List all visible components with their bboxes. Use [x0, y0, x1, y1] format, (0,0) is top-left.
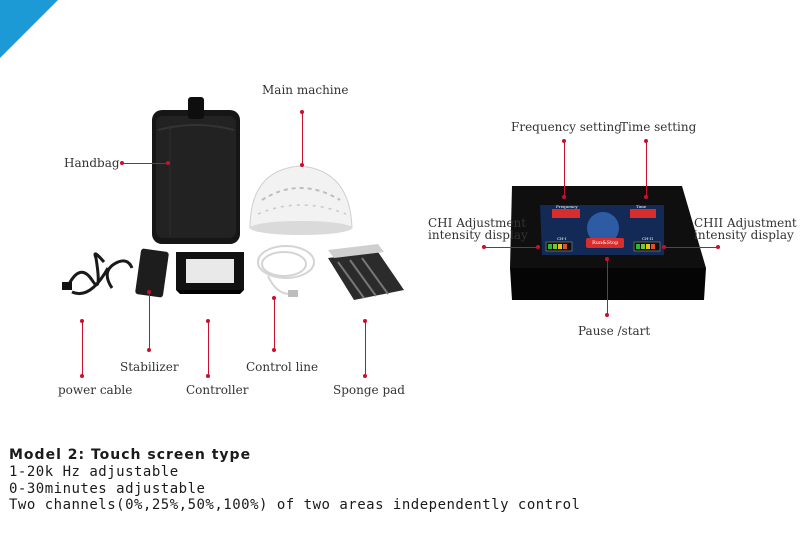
- pointer-dot: [363, 374, 367, 378]
- label-handbag: Handbag: [64, 156, 120, 170]
- corner-accent: [0, 0, 58, 58]
- label-pause-start: Pause /start: [578, 324, 651, 338]
- pointer-dot: [80, 374, 84, 378]
- label-controller: Controller: [186, 383, 249, 397]
- pointer-dot: [166, 161, 170, 165]
- helmet-image: [249, 165, 353, 235]
- handbag-image: [152, 97, 240, 244]
- label-main-machine: Main machine: [262, 83, 349, 97]
- label-frequency-setting: Frequency setting: [511, 120, 622, 134]
- label-power-cable: power cable: [58, 383, 133, 397]
- pointer-line: [607, 259, 608, 315]
- power-cable-image: [62, 252, 110, 295]
- pointer-dot: [272, 348, 276, 352]
- pointer-dot: [562, 195, 566, 199]
- screen-ch2-label: CH-II: [642, 236, 654, 241]
- pointer-dot: [120, 161, 124, 165]
- label-time-setting: Time setting: [620, 120, 697, 134]
- screen-time-label: Time: [636, 204, 647, 209]
- spec-title: Model 2: Touch screen type: [9, 447, 252, 463]
- spec-line-1: 1-20k Hz adjustable: [9, 464, 179, 480]
- spec-line-3: Two channels(0%,25%,50%,100%) of two are…: [9, 497, 581, 513]
- label-chii-line2: intensity display: [694, 228, 794, 242]
- pointer-line: [365, 321, 366, 376]
- pointer-line: [484, 247, 538, 248]
- pointer-dot: [716, 245, 720, 249]
- stabilizer-image: [105, 248, 169, 298]
- pointer-dot: [206, 374, 210, 378]
- label-chii-line1: CHII Adjustment: [694, 216, 797, 230]
- pointer-line: [82, 321, 83, 376]
- screen-run-stop-button[interactable]: Run&Stop: [592, 240, 619, 246]
- label-stabilizer: Stabilizer: [120, 360, 179, 374]
- screen-ch1-label: CH-I: [557, 236, 567, 241]
- pointer-dot: [147, 348, 151, 352]
- spec-line-2: 0-30minutes adjustable: [9, 481, 206, 497]
- pointer-line: [664, 247, 718, 248]
- touch-screen-device-image: [510, 186, 706, 300]
- pointer-dot: [300, 163, 304, 167]
- pointer-dot: [536, 245, 540, 249]
- pointer-line: [564, 141, 565, 197]
- label-chi-line2: intensity display: [428, 228, 528, 242]
- pointer-line: [122, 163, 168, 164]
- label-control-line: Control line: [246, 360, 319, 374]
- label-sponge-pad: Sponge pad: [333, 383, 405, 397]
- pointer-line: [302, 110, 303, 166]
- sponge-pad-image: [328, 244, 404, 300]
- pointer-line: [646, 141, 647, 197]
- screen-frequency-label: Frequency: [556, 204, 578, 209]
- controller-image: [176, 252, 244, 294]
- pointer-line: [274, 298, 275, 350]
- pointer-line: [149, 292, 150, 350]
- pointer-dot: [605, 313, 609, 317]
- control-line-image: [257, 245, 315, 297]
- pointer-line: [208, 321, 209, 376]
- label-chi-line1: CHI Adjustment: [428, 216, 527, 230]
- pointer-dot: [644, 195, 648, 199]
